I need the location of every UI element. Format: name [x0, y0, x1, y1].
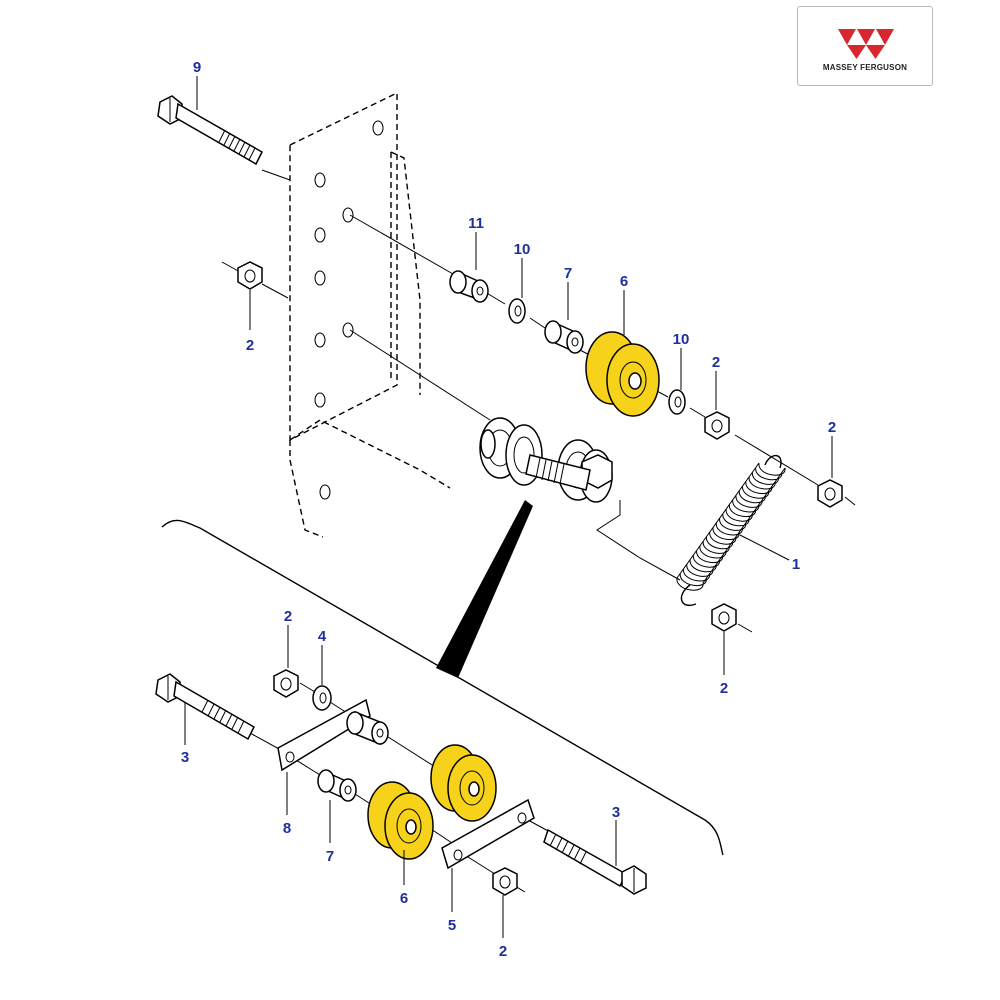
detail-pointer-arrow	[436, 500, 533, 678]
callout-3-left: 3	[181, 749, 189, 766]
bracket-8	[277, 698, 389, 772]
nut-2-detail-top	[273, 669, 299, 698]
callout-11: 11	[468, 215, 484, 232]
nut-2-lower-right	[711, 603, 737, 632]
detail-boundary-line	[161, 519, 724, 856]
bolt-3-left	[155, 673, 255, 741]
callout-10-upper-left: 10	[514, 241, 531, 258]
callout-2-lower-right: 2	[720, 680, 728, 697]
logo-triangle-left	[838, 29, 856, 45]
pulley-6-upper	[585, 331, 660, 417]
bracket-5	[441, 798, 535, 870]
callout-7-upper: 7	[564, 265, 572, 282]
bolt-9	[157, 95, 263, 166]
massey-ferguson-logo-icon	[838, 29, 894, 59]
callout-4: 4	[318, 628, 327, 645]
logo-triangle-lower-left	[847, 45, 866, 59]
logo-box: MASSEY FERGUSON	[797, 6, 933, 86]
callout-2-left: 2	[246, 337, 254, 354]
callout-numbers: 9 11 10 7 6 10 2 2 2 1 2 2 4 3 8 7 6 5 2…	[181, 59, 836, 960]
nut-2-left	[237, 261, 263, 290]
callout-3-right: 3	[612, 804, 620, 821]
spacer-11	[449, 270, 489, 303]
nut-2-detail-bottom	[492, 867, 518, 896]
callout-8: 8	[283, 820, 291, 837]
spacer-7-lower	[317, 769, 357, 802]
washer-4	[312, 685, 332, 711]
callout-2-detail-bottom: 2	[499, 943, 507, 960]
callout-9: 9	[193, 59, 201, 76]
callout-2-detail-top: 2	[284, 608, 292, 625]
pulley-assembly-detail	[479, 417, 613, 503]
bolt-3-right	[543, 828, 647, 895]
nut-2-upper-middle	[704, 411, 730, 440]
pulley-6-lower-left	[367, 781, 434, 860]
logo-triangle-right	[876, 29, 894, 45]
spring-1	[676, 454, 786, 607]
pulley-6-lower-right	[430, 744, 497, 822]
callout-leaders	[184, 76, 833, 938]
washer-10-upper-left	[508, 298, 526, 324]
callout-2-right: 2	[828, 419, 836, 436]
spacer-7-upper	[544, 320, 584, 354]
nut-2-right	[817, 479, 843, 508]
logo-triangle-lower-right	[866, 45, 885, 59]
callout-10-upper-right: 10	[673, 331, 690, 348]
logo-triangle-middle	[857, 29, 875, 45]
callout-7-lower: 7	[326, 848, 334, 865]
mounting-plate	[289, 91, 451, 538]
callout-1: 1	[792, 556, 800, 573]
callout-5: 5	[448, 917, 456, 934]
callout-2-upper-middle: 2	[712, 354, 720, 371]
callout-6-upper: 6	[620, 273, 628, 290]
washer-10-upper-right	[668, 389, 686, 415]
logo-text: MASSEY FERGUSON	[822, 63, 908, 72]
callout-6-lower: 6	[400, 890, 408, 907]
